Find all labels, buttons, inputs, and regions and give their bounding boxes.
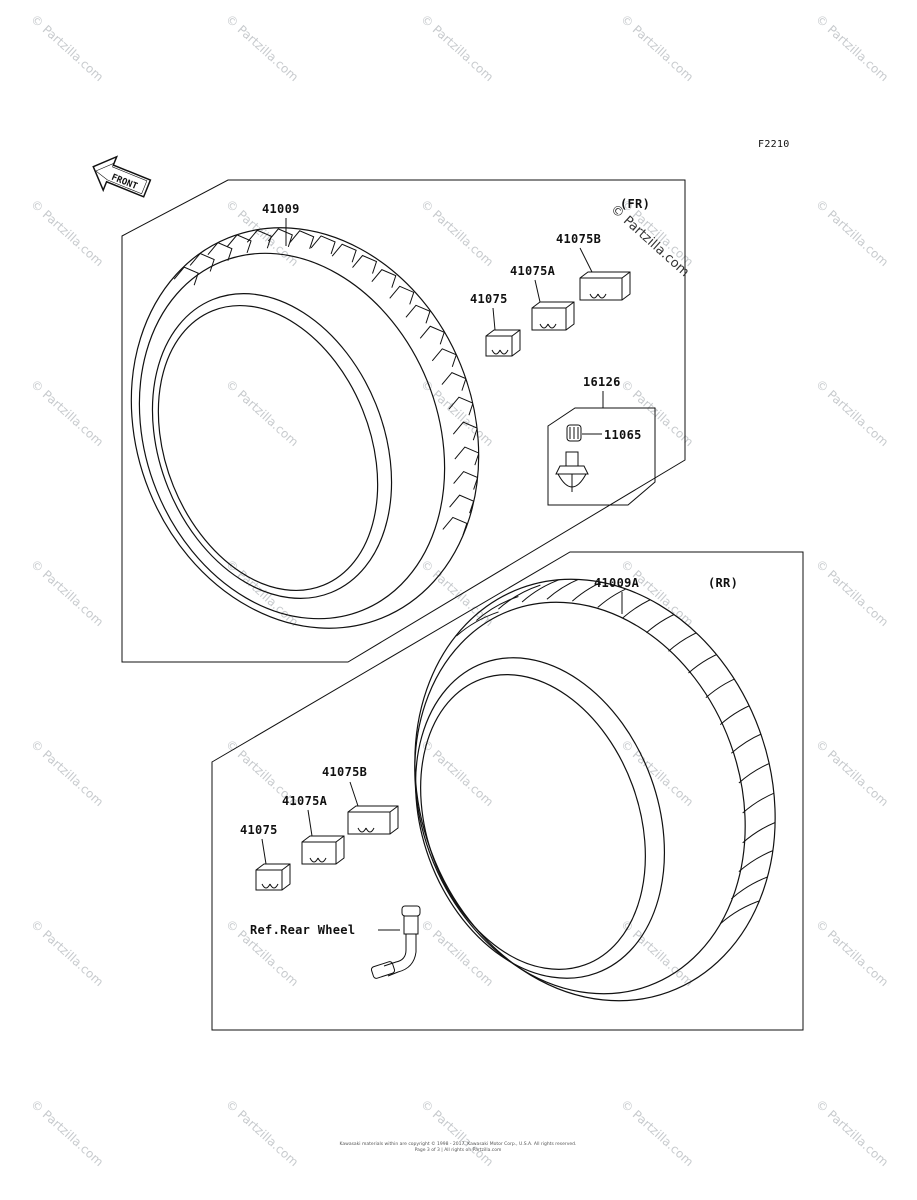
watermark-text: © Partzilla.com [618, 557, 696, 629]
front-panel-frame [121, 179, 686, 663]
tread-groove [267, 228, 293, 248]
front-weight-a-label: 41075 [470, 292, 508, 306]
watermark-text: © Partzilla.com [813, 557, 891, 629]
tread-groove [419, 325, 445, 345]
front-valve-assy-label: 16126 [583, 375, 621, 389]
front-weight-b-label: 41075A [510, 264, 556, 278]
front-balance-weight-a [485, 329, 521, 357]
front-valve-cap-label: 11065 [604, 428, 642, 442]
watermark-text: © Partzilla.com [223, 1097, 301, 1169]
front-balance-weight-b [531, 301, 575, 331]
watermark-text: © Partzilla.com [813, 917, 891, 989]
watermark-text: © Partzilla.com [813, 737, 891, 809]
watermark-text: © Partzilla.com [813, 377, 891, 449]
rear-weight-b-label: 41075A [282, 794, 328, 808]
watermark-text: © Partzilla.com [618, 917, 696, 989]
tread-groove [207, 242, 233, 261]
tread-groove [405, 304, 431, 324]
watermark-text: © Partzilla.com [223, 12, 301, 84]
watermark-text: © Partzilla.com [28, 12, 106, 84]
tread-groove [371, 269, 397, 288]
tread-groove [742, 788, 785, 814]
watermark-text: © Partzilla.com [418, 197, 496, 269]
tread-groove [705, 673, 749, 699]
rear-balance-weight-c [347, 805, 399, 835]
figure-code: F2210 [758, 139, 790, 150]
rear-weight-a-label: 41075 [240, 823, 278, 837]
tread-groove [452, 421, 478, 441]
tread-groove [310, 235, 336, 255]
rear-weight-c-label: 41075B [322, 765, 367, 779]
watermark-text: © Partzilla.com [28, 917, 106, 989]
watermark-text: © Partzilla.com [813, 197, 891, 269]
watermark-text: © Partzilla.com [223, 377, 301, 449]
tread-groove [246, 229, 272, 249]
tread-groove [389, 285, 415, 305]
front-arrow-icon: FRONT [92, 155, 152, 198]
valve-cap-icon [566, 424, 582, 442]
watermark-text: © Partzilla.com [418, 12, 496, 84]
front-weight-c-label: 41075B [556, 232, 601, 246]
tread-groove [719, 899, 763, 925]
watermark-grid: © Partzilla.com © Partzilla.com © Partzill… [28, 12, 891, 1169]
rear-tire-part-number: 41009A [594, 576, 640, 590]
tread-groove [173, 266, 199, 286]
watermark-text: © Partzilla.com [418, 1097, 496, 1169]
front-balance-weight-c [579, 271, 631, 301]
front-tire [130, 227, 480, 629]
tread-groove [448, 396, 474, 416]
rear-balance-weight-b [301, 835, 345, 865]
watermark-text: © Partzilla.com [28, 1097, 106, 1169]
rear-panel-frame [211, 551, 804, 1031]
rear-tire [414, 574, 785, 1002]
tread-groove [738, 758, 782, 784]
tread-groove [189, 252, 215, 272]
tread-groove [441, 372, 467, 391]
tread-groove [738, 847, 782, 873]
front-group-tag: (FR) [620, 197, 650, 211]
rear-group-tag: (RR) [708, 576, 738, 590]
tread-groove [431, 348, 457, 367]
rear-valve-stem-icon [370, 905, 421, 979]
watermark-text: © Partzilla.com [418, 737, 496, 809]
tread-groove [442, 516, 468, 536]
tread-groove [289, 230, 315, 249]
watermark-text: © Partzilla.com [618, 12, 696, 84]
tread-groove [731, 728, 774, 754]
watermark-prominent: © Partzilla.com [607, 202, 692, 280]
watermark-text: © Partzilla.com [813, 1097, 891, 1169]
tread-groove [331, 243, 357, 263]
watermark-text: © Partzilla.com [28, 737, 106, 809]
tread-groove [668, 626, 711, 652]
tread-groove [352, 254, 378, 274]
watermark-text: © Partzilla.com [28, 377, 106, 449]
tread-groove [226, 234, 252, 254]
tread-groove [742, 818, 785, 844]
rear-wheel-reference-note: Ref.Rear Wheel [250, 923, 355, 937]
watermark-text: © Partzilla.com [618, 1097, 696, 1169]
front-tire-part-number: 41009 [262, 202, 300, 216]
tread-groove [456, 611, 499, 637]
valve-stem-icon [555, 451, 589, 492]
watermark-text: © Partzilla.com [28, 557, 106, 629]
valve-assy-box [547, 407, 656, 506]
tread-groove [498, 584, 541, 610]
tread-groove [476, 596, 519, 621]
footer-copyright: Kawasaki materials within are copyright … [340, 1140, 577, 1147]
tread-groove [454, 446, 480, 466]
watermark-text: © Partzilla.com [28, 197, 106, 269]
rear-balance-weight-a [255, 863, 291, 891]
tread-groove [449, 494, 475, 514]
watermark-text: © Partzilla.com [418, 917, 496, 989]
footer-page-info: Page 3 of 3 | All rights on Partzilla.co… [415, 1147, 502, 1153]
tread-groove [453, 470, 479, 490]
watermark-text: © Partzilla.com [813, 12, 891, 84]
tread-groove [688, 648, 731, 674]
